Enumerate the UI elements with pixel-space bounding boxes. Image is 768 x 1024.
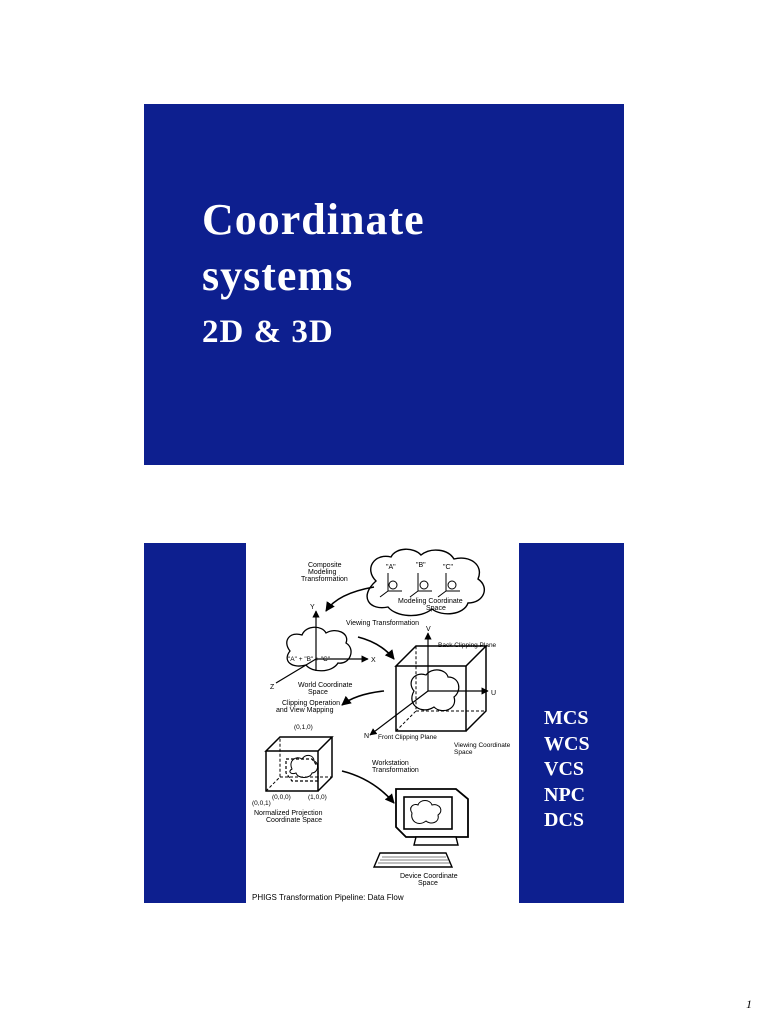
modeling-space-1: Modeling Coordinate: [398, 598, 463, 605]
composite-label-1: Composite: [308, 562, 342, 569]
coord-010-label: (0,1,0): [294, 724, 313, 731]
viewing-arrow: [357, 636, 395, 660]
world-sum-label: "A" + "B" + "C": [288, 656, 331, 663]
modeling-space-2: Space: [426, 605, 446, 612]
acronym-vcs: VCS: [544, 758, 585, 780]
device-space-2: Space: [418, 880, 438, 887]
composite-label-3: Transformation: [301, 576, 348, 583]
front-clipping-label: Front Clipping Plane: [378, 734, 437, 741]
acronym-npc: NPC: [544, 783, 586, 806]
cloud-b-label: "B": [416, 562, 426, 569]
npc-space-1: Normalized Projection: [254, 810, 323, 817]
viewing-box: [394, 645, 488, 732]
axis-u-label: U: [491, 690, 496, 697]
clipping-op-2: and View Mapping: [276, 707, 334, 714]
axis-y-label: Y: [310, 604, 315, 611]
coord-100-label: (1,0,0): [308, 794, 327, 801]
workstation-arrow: [341, 770, 395, 804]
world-space-2: Space: [308, 689, 328, 696]
phigs-pipeline-figure: Composite Modeling Transformation "A" "B…: [246, 541, 519, 907]
axis-v-label: V: [426, 626, 431, 633]
title-line-1: Coordinate: [202, 195, 425, 244]
figure-caption: PHIGS Transformation Pipeline: Data Flow: [252, 893, 404, 902]
coord-000-label: (0,0,0): [272, 794, 291, 801]
axis-x-label: X: [371, 657, 376, 664]
world-z-axis: [275, 658, 317, 684]
device-monitor: [395, 788, 469, 846]
page-number: 1: [746, 997, 752, 1011]
cloud-c-label: "C": [443, 564, 454, 571]
workstation-label-2: Transformation: [372, 767, 419, 774]
slide-subtitle: 2D & 3D: [202, 314, 334, 350]
back-clipping-label: Back Clipping Plane: [438, 642, 497, 649]
slide-title: Coordinate systems: [202, 192, 602, 304]
coordinate-acronym-list: MCS WCS VCS NPC DCS: [544, 706, 590, 834]
viewing-space-2: Space: [454, 749, 473, 756]
viewing-space-1: Viewing Coordinate: [454, 742, 511, 749]
viewing-transformation-label: Viewing Transformation: [346, 620, 419, 627]
modeling-cloud: [366, 548, 486, 617]
device-space-1: Device Coordinate: [400, 873, 458, 880]
npc-space-2: Coordinate Space: [266, 817, 322, 824]
acronym-wcs: WCS: [544, 732, 590, 755]
viewing-cloud: [410, 669, 460, 712]
cloud-a-label: "A": [386, 564, 396, 571]
npc-cube: [264, 736, 334, 792]
model-glyphs: [379, 573, 460, 598]
viewing-n-axis: [369, 690, 429, 736]
clipping-op-1: Clipping Operation: [282, 700, 340, 707]
axis-n-label: N: [364, 733, 369, 740]
npc-cloud: [289, 754, 319, 778]
workstation-label-1: Workstation: [372, 760, 409, 767]
composite-arrow: [325, 586, 375, 612]
title-line-2: systems: [202, 251, 354, 300]
acronym-dcs: DCS: [544, 809, 585, 831]
coord-001-label: (0,0,1): [252, 800, 271, 807]
world-space-1: World Coordinate: [298, 682, 352, 689]
axis-z-label: Z: [270, 684, 275, 691]
composite-label-2: Modeling: [308, 569, 337, 576]
device-keyboard: [372, 852, 454, 868]
pipeline-diagram: Composite Modeling Transformation "A" "B…: [252, 548, 511, 902]
pipeline-slide: Composite Modeling Transformation "A" "B…: [144, 541, 624, 907]
acronym-mcs: MCS: [544, 707, 589, 729]
clipping-arrow: [341, 690, 385, 706]
world-cloud: [286, 626, 352, 672]
title-slide: Coordinate systems 2D & 3D: [144, 104, 624, 465]
